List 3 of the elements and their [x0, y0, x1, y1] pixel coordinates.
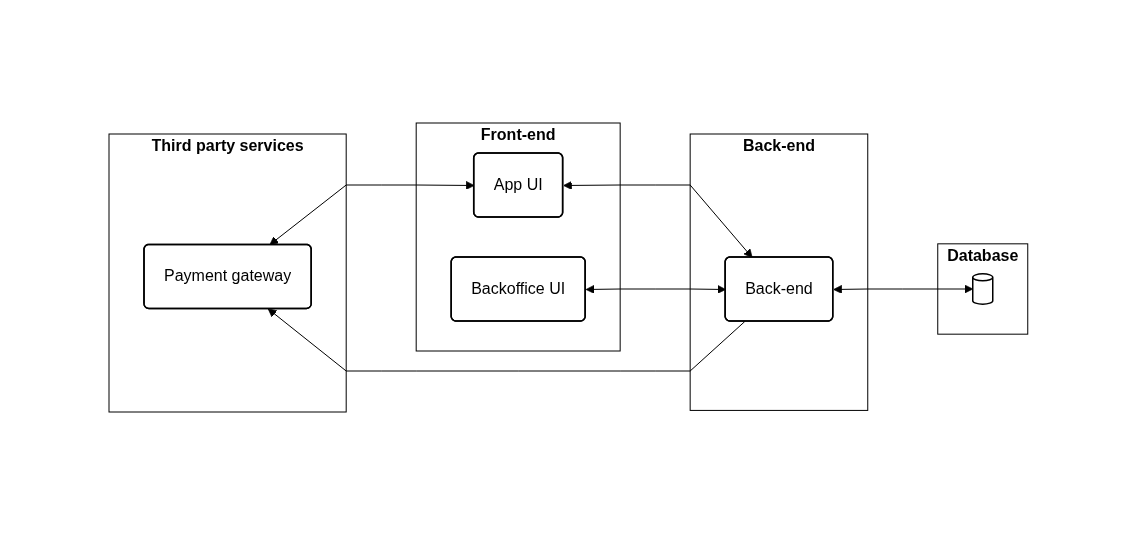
node-cylinder — [972, 272, 994, 305]
arrow — [267, 308, 746, 371]
cluster: Database — [937, 242, 1029, 335]
